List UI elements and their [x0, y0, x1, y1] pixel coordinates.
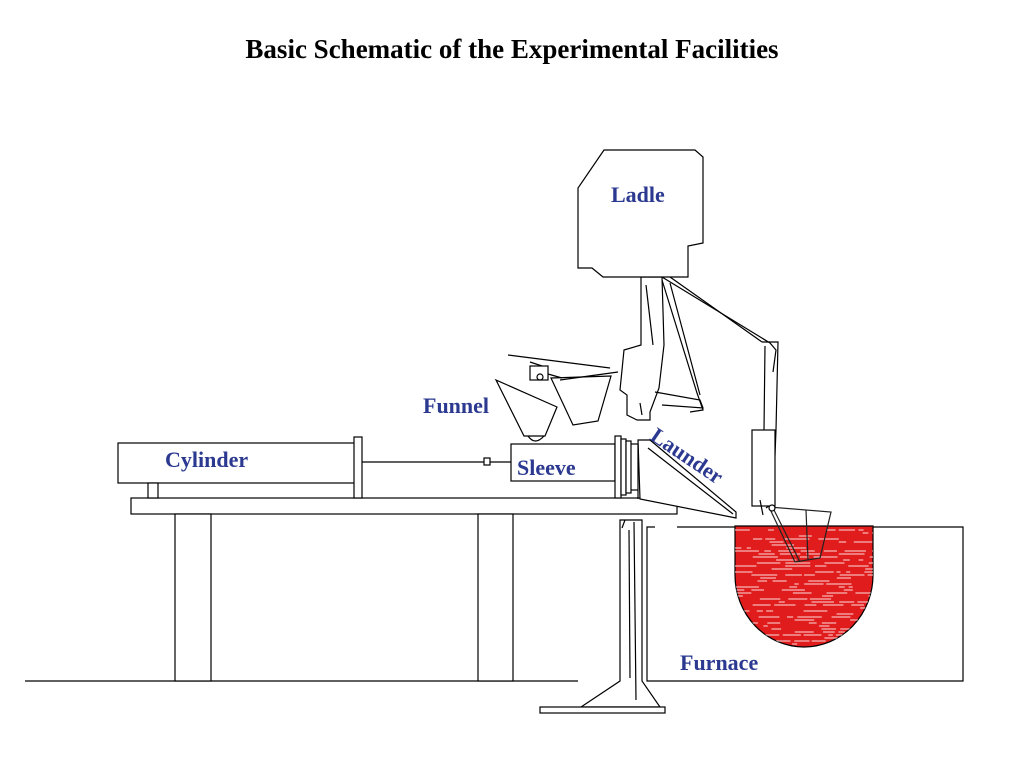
launder	[637, 439, 737, 519]
label-sleeve: Sleeve	[517, 455, 576, 480]
label-cylinder: Cylinder	[165, 447, 248, 472]
pouring-cup	[768, 504, 832, 563]
label-ladle: Ladle	[611, 182, 665, 207]
cylinder	[117, 436, 511, 499]
support-post	[539, 519, 666, 714]
furnace-box	[646, 526, 964, 682]
molten-metal	[734, 525, 874, 648]
funnel	[494, 354, 619, 442]
label-funnel: Funnel	[423, 393, 489, 418]
ladle-arm	[619, 276, 779, 516]
diagram-title: Basic Schematic of the Experimental Faci…	[245, 34, 779, 64]
label-furnace: Furnace	[680, 650, 758, 675]
table	[130, 497, 678, 682]
sleeve	[510, 435, 638, 499]
ladle-body	[577, 149, 704, 278]
